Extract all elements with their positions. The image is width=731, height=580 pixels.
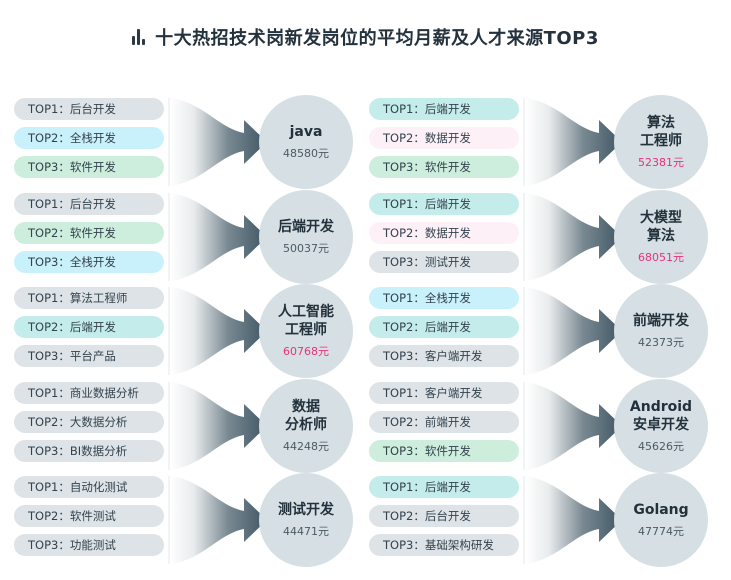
job-circle: 后端开发 50037元 [259, 189, 353, 284]
job-card: TOP1：后端开发 TOP2：后台开发 TOP3：基础架构研发 Golang 47774… [369, 473, 709, 567]
job-title-line: 工程师 [285, 322, 327, 338]
source-pill: TOP2：后端开发 [369, 316, 519, 338]
job-circle: 前端开发 42373元 [614, 284, 708, 378]
job-title-line: 算法 [647, 227, 675, 244]
job-title-line: 后端开发 [278, 218, 334, 235]
source-pill: TOP2：大数据分析 [14, 410, 164, 433]
job-circle: 人工智能工程师 60768元 [259, 284, 353, 378]
funnel-arrow-shape [525, 381, 622, 470]
source-pill: TOP3：软件开发 [14, 156, 164, 178]
funnel-arrow [168, 381, 267, 470]
source-pill: TOP1：后台开发 [14, 192, 164, 215]
funnel-arrow-shape [170, 476, 267, 564]
funnel-arrow [168, 98, 267, 186]
source-pill: TOP1：自动化测试 [14, 476, 164, 498]
job-card: TOP1：后台开发 TOP2：软件开发 TOP3：全栈开发 后端开发 50037元 [14, 189, 354, 284]
source-pill: TOP3：基础架构研发 [369, 534, 519, 556]
job-circle: Golang 47774元 [614, 473, 708, 567]
job-card: TOP1：算法工程师 TOP2：后端开发 TOP3：平台产品 人工智能工程师 60768… [14, 284, 354, 378]
source-pill: TOP3：软件开发 [369, 156, 519, 178]
salary-label: 52381元 [638, 156, 684, 169]
funnel-arrow-shape [170, 381, 267, 470]
source-pill: TOP3：客户端开发 [369, 345, 519, 367]
job-title-line: 测试开发 [278, 502, 334, 518]
job-title-line: 前端开发 [633, 313, 689, 329]
source-pill: TOP2：前端开发 [369, 410, 519, 433]
funnel-arrow-shape [170, 192, 267, 281]
funnel-arrow-shape [170, 98, 267, 186]
funnel-arrow [523, 476, 622, 564]
job-circle: java 48580元 [259, 95, 353, 189]
funnel-arrow-shape [525, 287, 622, 375]
chart-title: 十大热招技术岗新发岗位的平均月薪及人才来源TOP3 [155, 28, 599, 49]
source-pill: TOP1：商业数据分析 [14, 381, 164, 404]
funnel-arrow [523, 98, 622, 186]
source-pill: TOP2：后台开发 [369, 505, 519, 527]
job-title-line: 工程师 [640, 133, 682, 149]
source-pill: TOP2：软件测试 [14, 505, 164, 527]
funnel-arrow-shape [170, 287, 267, 375]
source-pill: TOP1：后端开发 [369, 192, 519, 215]
salary-label: 45626元 [638, 439, 684, 453]
job-title-line: 人工智能 [278, 304, 334, 320]
salary-label: 60768元 [283, 345, 329, 358]
job-card: TOP1：后台开发 TOP2：全栈开发 TOP3：软件开发 java 48580元 [14, 95, 354, 189]
source-pill: TOP3：功能测试 [14, 534, 164, 556]
funnel-arrow-shape [525, 98, 622, 186]
job-circle: 数据分析师 44248元 [259, 378, 353, 473]
job-title-line: 算法 [647, 115, 675, 131]
job-title-line: Android [629, 398, 693, 415]
job-circle: 测试开发 44471元 [259, 473, 353, 567]
salary-label: 42373元 [638, 336, 684, 349]
salary-label: 47774元 [638, 525, 684, 538]
source-pill: TOP1：后台开发 [14, 98, 164, 120]
source-pill: TOP2：全栈开发 [14, 127, 164, 149]
chart-title-bar: 十大热招技术岗新发岗位的平均月薪及人才来源TOP3 [0, 22, 731, 52]
salary-label: 44471元 [283, 525, 329, 538]
funnel-arrow-shape [525, 476, 622, 564]
funnel-arrow [168, 192, 267, 281]
funnel-arrow [168, 476, 267, 564]
funnel-arrow [523, 287, 622, 375]
source-pill: TOP1：全栈开发 [369, 287, 519, 309]
source-pill: TOP1：算法工程师 [14, 287, 164, 309]
job-title-line: java [289, 124, 323, 140]
bar-chart-icon [132, 29, 146, 45]
funnel-arrow [523, 192, 622, 281]
source-pill: TOP3：BI数据分析 [14, 439, 164, 462]
funnel-arrow [523, 381, 622, 470]
source-pill: TOP3：测试开发 [369, 250, 519, 273]
source-pill: TOP3：全栈开发 [14, 250, 164, 273]
job-title-line: 大模型 [640, 209, 682, 226]
funnel-arrow [168, 287, 267, 375]
job-card: TOP1：商业数据分析 TOP2：大数据分析 TOP3：BI数据分析 数据分析师 442… [14, 378, 354, 473]
funnel-arrow-shape [525, 192, 622, 281]
job-title-line: 数据 [292, 398, 320, 415]
salary-label: 44248元 [283, 439, 329, 453]
job-circle: 大模型算法 68051元 [614, 189, 708, 284]
job-title-line: Golang [633, 502, 689, 518]
source-pill: TOP2：软件开发 [14, 221, 164, 244]
salary-label: 48580元 [283, 147, 329, 160]
source-pill: TOP1：客户端开发 [369, 381, 519, 404]
salary-label: 68051元 [638, 250, 684, 264]
job-circle: 算法工程师 52381元 [614, 95, 708, 189]
job-card: TOP1：后端开发 TOP2：数据开发 TOP3：软件开发 算法工程师 52381元 [369, 95, 709, 189]
job-card: TOP1：全栈开发 TOP2：后端开发 TOP3：客户端开发 前端开发 42373元 [369, 284, 709, 378]
source-pill: TOP2：后端开发 [14, 316, 164, 338]
source-pill: TOP2：数据开发 [369, 127, 519, 149]
salary-label: 50037元 [283, 241, 329, 255]
source-pill: TOP1：后端开发 [369, 98, 519, 120]
source-pill: TOP3：平台产品 [14, 345, 164, 367]
job-title-line: 分析师 [285, 416, 327, 433]
source-pill: TOP3：软件开发 [369, 439, 519, 462]
job-title-line: 安卓开发 [633, 416, 689, 433]
job-card: TOP1：自动化测试 TOP2：软件测试 TOP3：功能测试 测试开发 44471元 [14, 473, 354, 567]
source-pill: TOP2：数据开发 [369, 221, 519, 244]
job-card: TOP1：后端开发 TOP2：数据开发 TOP3：测试开发 大模型算法 68051元 [369, 189, 709, 284]
source-pill: TOP1：后端开发 [369, 476, 519, 498]
